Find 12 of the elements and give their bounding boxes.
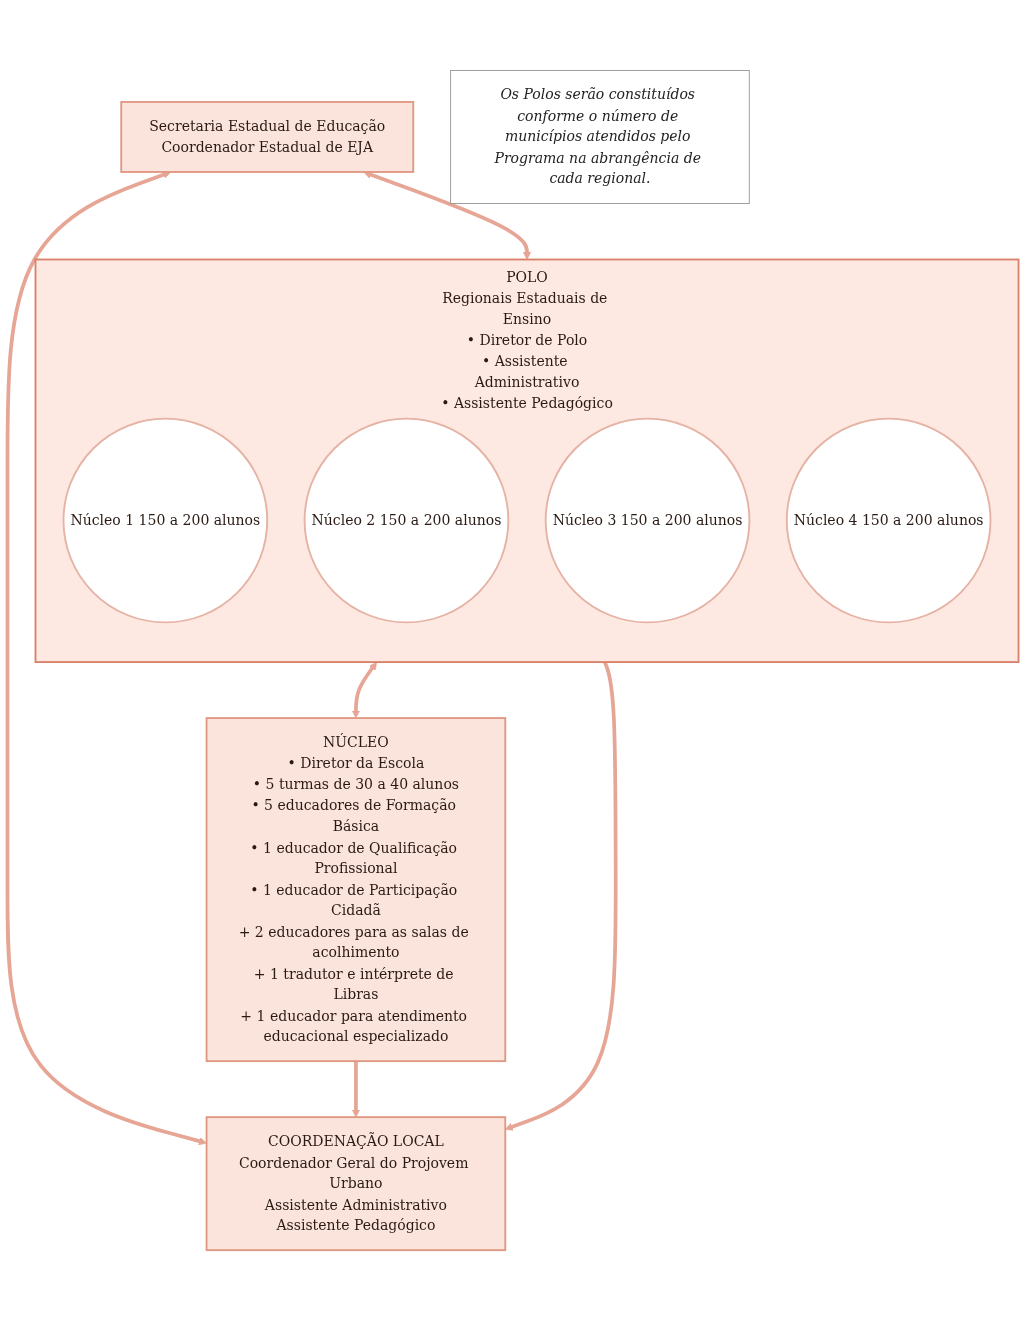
node-box: Secretaria Estadual de Educação Coordenador Estadual de EJA (120, 100, 415, 173)
node-circle: Núcleo 4 150 a 200 alunos (785, 417, 992, 624)
arrow (351, 1060, 360, 1118)
node-circle: Núcleo 1 150 a 200 alunos (62, 417, 269, 624)
arrow (363, 170, 532, 260)
arrow (351, 661, 377, 719)
arrow (5, 170, 207, 1145)
node-circle: Núcleo 3 150 a 200 alunos (544, 417, 751, 624)
node-box: Os Polos serão constituídos conforme o número de municípios atendidos pelo Programa na abrangência de cada regional. (450, 69, 750, 204)
node-box: NÚCLEO • Diretor da Escola • 5 turmas de 30 a 40 alunos • 5 educadores de Formação Básica • 1 educador de Qualificação Profissional • 1 educador de Participação Cidadã + 2 educadores para as salas de acolhimento + 1 tradutor e intérprete de Libras + 1 educador para atendimento educacional especializado (205, 716, 507, 1062)
node-circle: Núcleo 2 150 a 200 alunos (303, 417, 510, 624)
node-box: COORDENAÇÃO LOCAL Coordenador Geral do Projovem Urbano Assistente Administrativo Assistente Pedagógico (205, 1115, 507, 1251)
